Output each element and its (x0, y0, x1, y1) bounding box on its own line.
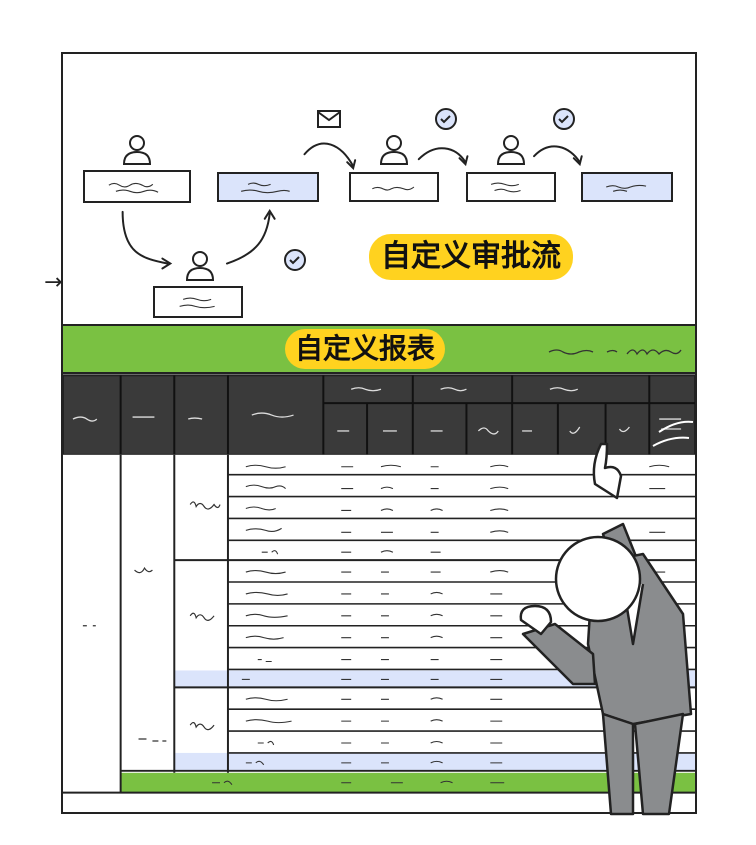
check-circle-icon (553, 108, 575, 130)
band-scribble (548, 349, 682, 356)
user-icon (379, 135, 409, 165)
flow-node-start (83, 170, 191, 203)
flow-node-approver-2 (466, 172, 556, 202)
report-title-band: 自定义报表 (63, 324, 695, 374)
approval-flow-title: 自定义审批流 (369, 234, 573, 280)
mail-icon (317, 110, 341, 128)
report-title: 自定义报表 (285, 329, 446, 369)
user-icon (185, 251, 215, 281)
presenter-figure (519, 420, 694, 816)
illustration-frame: 自定义审批流 自定义报表 (61, 52, 697, 816)
table-header (63, 374, 695, 456)
approval-flow: 自定义审批流 (63, 54, 695, 324)
user-icon (496, 135, 526, 165)
check-circle-icon (435, 108, 457, 130)
flow-connectors (121, 142, 583, 270)
check-circle-icon (284, 249, 306, 271)
flow-node-approver-1 (349, 172, 439, 202)
flow-node-branch (217, 172, 319, 202)
report-table (63, 374, 695, 794)
left-arrow-icon: → (44, 270, 63, 295)
user-icon (122, 135, 152, 165)
flow-node-approver-branch (153, 286, 243, 318)
total-row (120, 772, 695, 793)
flow-node-end (581, 172, 673, 202)
